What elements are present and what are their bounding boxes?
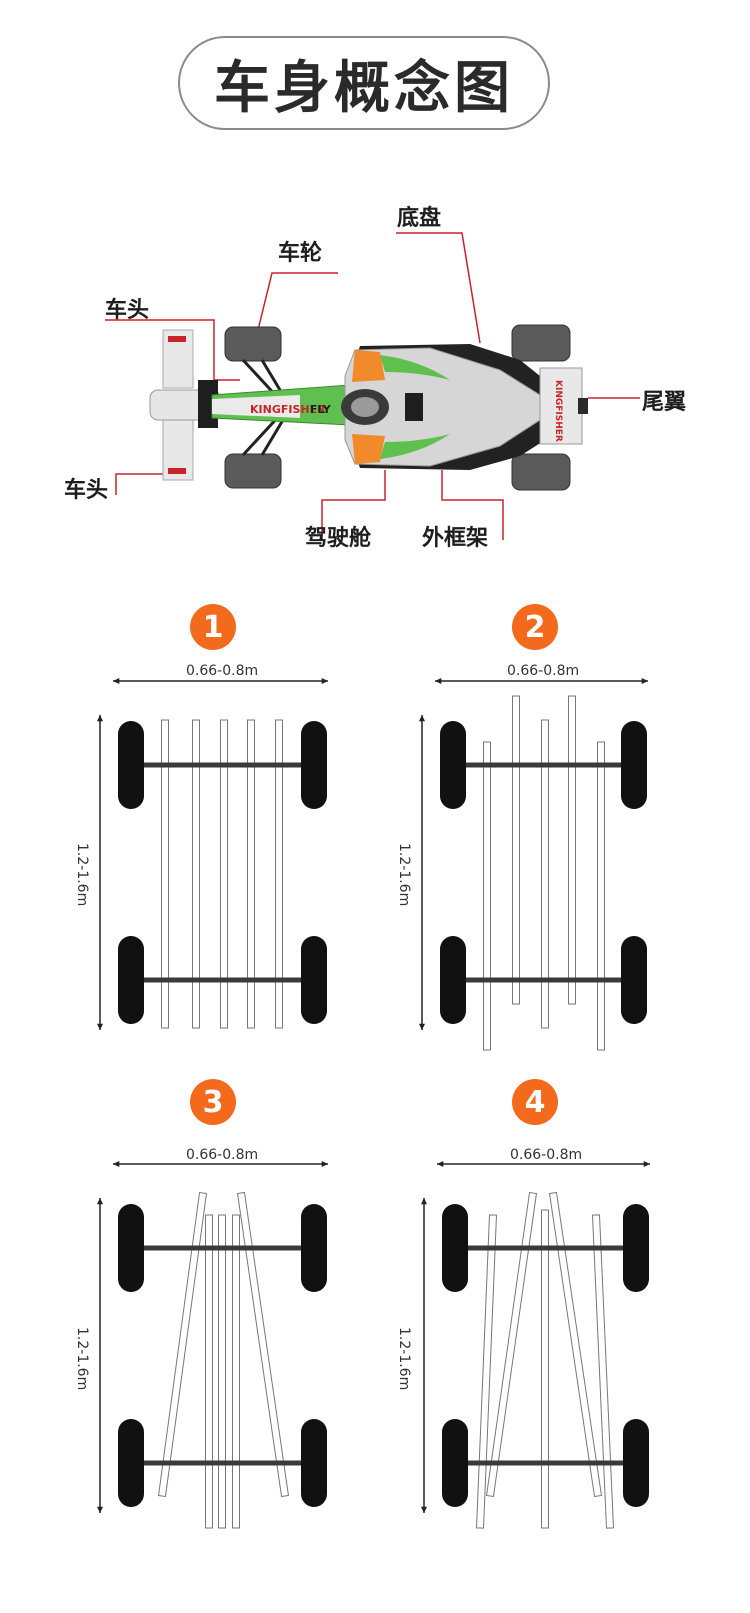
width-arrow-1-head xyxy=(321,677,328,685)
wheel-rr-2 xyxy=(621,936,647,1024)
wheel-rr-3 xyxy=(301,1419,327,1507)
height-arrow-4-head xyxy=(420,1198,428,1205)
rod-4-1 xyxy=(475,1214,498,1529)
callout-cockpit: 驾驶舱 xyxy=(305,526,372,551)
nose-brand-text: KINGFISHER xyxy=(250,403,326,416)
wheel-rl-1 xyxy=(118,936,144,1024)
layout-badge-2: 2 xyxy=(512,604,558,650)
callout-wheel: 车轮 xyxy=(278,241,323,266)
width-arrow-4-head xyxy=(437,1160,444,1168)
wheel-rl-3 xyxy=(118,1419,144,1507)
rod-2-4 xyxy=(568,695,576,1005)
wheel-fl-4 xyxy=(442,1204,468,1292)
height-label-3: 1.2-1.6m xyxy=(74,1327,90,1391)
callout-nose-bottom: 车头 xyxy=(64,478,109,503)
wheel-fl-3 xyxy=(118,1204,144,1292)
width-arrow-4-head xyxy=(643,1160,650,1168)
wheel-fl-1 xyxy=(118,721,144,809)
rear-wheels xyxy=(511,324,571,491)
width-arrow-3-head xyxy=(321,1160,328,1168)
height-label-1: 1.2-1.6m xyxy=(74,843,90,907)
rod-1-3 xyxy=(220,719,228,1029)
rod-4-2 xyxy=(485,1191,538,1498)
wheel-rr-1 xyxy=(301,936,327,1024)
rear-axle-2 xyxy=(453,977,634,983)
rod-2-3 xyxy=(541,719,549,1029)
wheel-fl-2 xyxy=(440,721,466,809)
layout-badge-4: 4 xyxy=(512,1079,558,1125)
outer-frame-leader xyxy=(441,470,504,540)
rod-4-3 xyxy=(541,1209,549,1529)
rod-1-5 xyxy=(275,719,283,1029)
car-body xyxy=(341,344,545,470)
cockpit-leader xyxy=(321,470,386,540)
callout-outer-frame: 外框架 xyxy=(422,526,489,551)
rod-3-1 xyxy=(157,1191,208,1498)
rod-4-4 xyxy=(548,1191,603,1498)
rear-axle-4 xyxy=(455,1460,636,1466)
width-arrow-2-head xyxy=(435,677,442,685)
chassis-leader xyxy=(396,232,481,344)
rod-3-5 xyxy=(236,1191,290,1498)
rod-1-4 xyxy=(247,719,255,1029)
width-arrow-3-head xyxy=(113,1160,120,1168)
nose-fly-text: FLY xyxy=(310,403,332,416)
rod-1-1 xyxy=(161,719,169,1029)
width-arrow-2-head xyxy=(641,677,648,685)
rear-wing: KINGFISHER xyxy=(539,367,588,445)
callout-nose-top: 车头 xyxy=(105,298,150,323)
page-title: 车身概念图 xyxy=(214,55,514,121)
front-wheels xyxy=(224,326,288,489)
height-arrow-2-head xyxy=(418,1023,426,1030)
rear-axle-1 xyxy=(131,977,314,983)
wheel-rl-2 xyxy=(440,936,466,1024)
rod-3-2 xyxy=(205,1214,213,1529)
rod-2-5 xyxy=(597,741,605,1051)
car-diagram: KINGFISHER FLY KINGFISHER xyxy=(105,232,640,540)
wheel-rl-4 xyxy=(442,1419,468,1507)
height-arrow-4-head xyxy=(420,1506,428,1513)
height-arrow-3-head xyxy=(96,1506,104,1513)
wheel-leader xyxy=(257,272,338,331)
rod-2-1 xyxy=(483,741,491,1051)
layout-badge-3: 3 xyxy=(190,1079,236,1125)
layout-badge-1: 1 xyxy=(190,604,236,650)
callout-rear-wing: 尾翼 xyxy=(642,390,687,415)
height-label-4: 1.2-1.6m xyxy=(396,1327,412,1391)
rod-3-3 xyxy=(218,1214,226,1529)
wheel-fr-1 xyxy=(301,721,327,809)
wheel-fr-4 xyxy=(623,1204,649,1292)
front-axle-2 xyxy=(453,762,634,768)
nose-top-leader xyxy=(105,319,240,381)
rod-1-2 xyxy=(192,719,200,1029)
wheel-rr-4 xyxy=(623,1419,649,1507)
front-axle-3 xyxy=(131,1245,314,1251)
front-axle-4 xyxy=(455,1245,636,1251)
wheel-fr-3 xyxy=(301,1204,327,1292)
width-label-4: 0.66-0.8m xyxy=(510,1147,583,1163)
width-label-2: 0.66-0.8m xyxy=(507,663,580,679)
height-arrow-3-head xyxy=(96,1198,104,1205)
callout-chassis: 底盘 xyxy=(397,206,442,231)
height-arrow-1-head xyxy=(96,715,104,722)
height-arrow-1-head xyxy=(96,1023,104,1030)
height-arrow-2-head xyxy=(418,715,426,722)
front-axle-1 xyxy=(131,762,314,768)
rear-axle-3 xyxy=(131,1460,314,1466)
nose-bottom-leader xyxy=(115,473,178,495)
width-label-1: 0.66-0.8m xyxy=(186,663,259,679)
height-label-2: 1.2-1.6m xyxy=(396,843,412,907)
width-arrow-1-head xyxy=(113,677,120,685)
title-pill: 车身概念图 xyxy=(178,36,550,130)
rod-2-2 xyxy=(512,695,520,1005)
rod-3-4 xyxy=(232,1214,240,1529)
wheel-fr-2 xyxy=(621,721,647,809)
width-label-3: 0.66-0.8m xyxy=(186,1147,259,1163)
wing-brand-text: KINGFISHER xyxy=(553,380,563,442)
car-nose: KINGFISHER FLY xyxy=(211,384,351,426)
rod-4-5 xyxy=(591,1214,615,1529)
